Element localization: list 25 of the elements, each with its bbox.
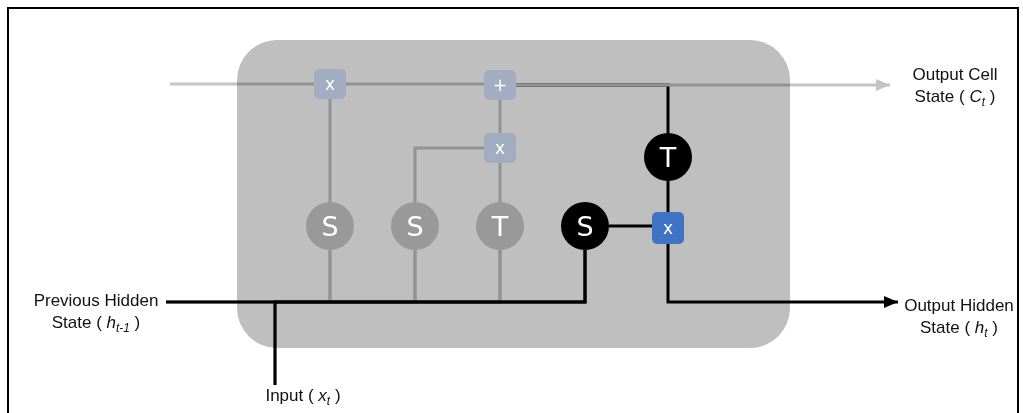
arrow [666, 244, 898, 308]
connector-line [666, 181, 670, 212]
output-label: Output Hidden State ( h$_{t}$ ) [900, 283, 1018, 353]
tanh-gate: T [644, 133, 692, 181]
input-label: Previous Hidden State ( h$_{t-1}$ ) [26, 280, 166, 346]
tanh-gate: T [476, 202, 524, 250]
multiply-operator: x [484, 133, 516, 163]
sigmoid-gate: S [561, 202, 609, 250]
connector-line [328, 99, 332, 202]
connector-line [498, 100, 502, 133]
connector-line [273, 250, 587, 385]
multiply-operator: x [314, 69, 346, 99]
connector-line [609, 224, 652, 228]
sigmoid-gate: S [391, 202, 439, 250]
sigmoid-gate: S [306, 202, 354, 250]
output-label: Output Cell State ( C$_{t}$ ) [892, 62, 1018, 112]
connector-line [346, 82, 484, 86]
cell-block [237, 40, 790, 348]
connector-line [170, 82, 314, 86]
connector-line [413, 146, 484, 202]
input-label: Input ( x$_{t}$ ) [248, 385, 358, 409]
arrow [516, 79, 890, 91]
multiply-operator: x [652, 212, 684, 244]
add-operator: + [484, 70, 516, 100]
connector-line [498, 163, 502, 202]
